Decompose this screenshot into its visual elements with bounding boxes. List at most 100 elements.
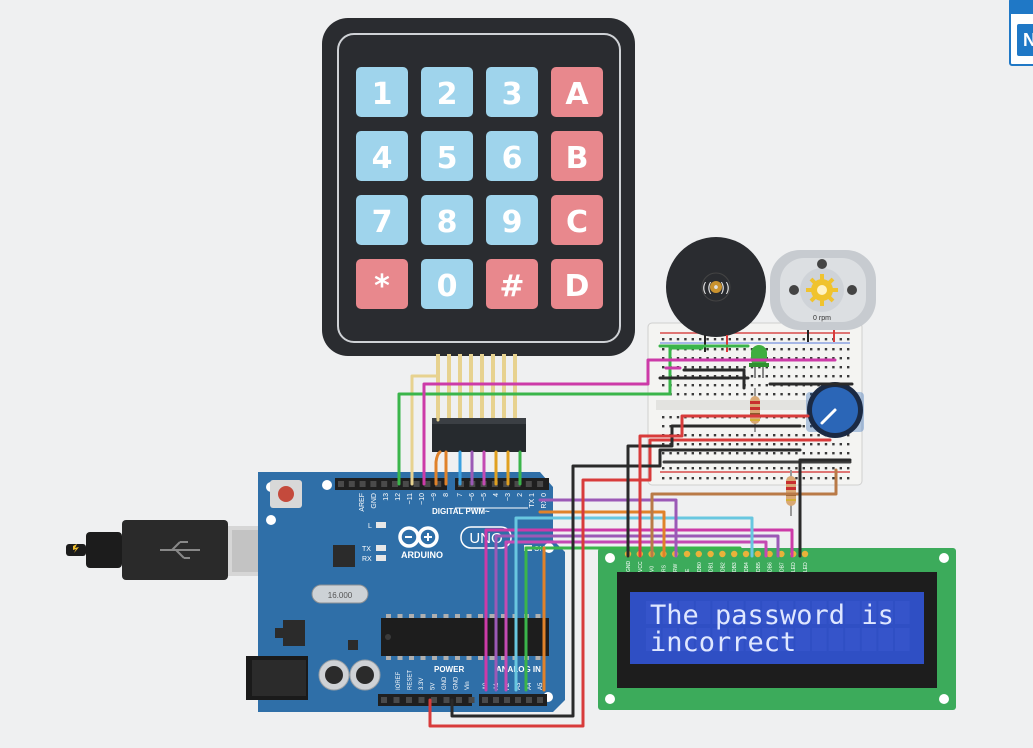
- keypad-key-label: 9: [502, 205, 523, 240]
- lcd-pin-label: GND: [626, 561, 632, 573]
- keypad-key-label: *: [374, 269, 390, 304]
- power-pin-label: RESET: [408, 670, 414, 690]
- keypad-key-label: 4: [372, 141, 393, 176]
- analog-pin-label: A4: [527, 682, 533, 690]
- lcd-pin[interactable]: E: [683, 550, 691, 572]
- dc-motor[interactable]: 0 rpm: [770, 250, 876, 342]
- piezo-buzzer[interactable]: ((•)): [666, 237, 766, 352]
- keypad-key-label: 3: [502, 77, 523, 112]
- keypad-key[interactable]: 3: [486, 67, 538, 117]
- digital-pin-label: ~9: [431, 493, 438, 501]
- lcd-pin-label: E: [685, 568, 691, 572]
- lcd-pin-label: VCC: [638, 561, 644, 572]
- keypad-key[interactable]: 8: [421, 195, 473, 245]
- keypad-key-label: 6: [502, 141, 523, 176]
- keypad-key[interactable]: *: [356, 259, 408, 309]
- keypad-key[interactable]: 1: [356, 67, 408, 117]
- analog-pin-label: A2: [505, 682, 511, 690]
- keypad-connector[interactable]: [432, 418, 526, 452]
- lcd-pin-label: RS: [661, 564, 667, 572]
- lcd-pin-label: DB2: [720, 562, 726, 572]
- lcd-pin[interactable]: LED: [801, 550, 809, 572]
- lcd-pin[interactable]: DB3: [731, 550, 738, 572]
- keypad-key[interactable]: D: [551, 259, 603, 309]
- keypad-key[interactable]: 9: [486, 195, 538, 245]
- digital-pin-label: ~5: [481, 493, 488, 501]
- keypad-key[interactable]: 4: [356, 131, 408, 181]
- atmega-chip: [381, 614, 549, 660]
- power-label: POWER: [434, 665, 464, 674]
- power-pin-label: GND: [454, 676, 460, 690]
- digital-pin-label: 4: [493, 493, 500, 497]
- lcd-pin[interactable]: DB2: [719, 550, 726, 572]
- potentiometer[interactable]: [806, 382, 864, 438]
- lcd-pin[interactable]: DB0: [695, 550, 703, 572]
- digital-pin-label: ~10: [419, 493, 426, 505]
- motor-rpm-label: 0 rpm: [813, 315, 831, 322]
- keypad-key[interactable]: A: [551, 67, 603, 117]
- led-label-rx: RX: [362, 556, 372, 563]
- lcd-pin[interactable]: DB1: [707, 550, 715, 572]
- keypad-key-label: D: [565, 269, 590, 304]
- lcd-pin-label: LED: [803, 562, 809, 572]
- keypad-key[interactable]: 6: [486, 131, 538, 181]
- digital-pin-label: GND: [371, 493, 378, 509]
- lcd-pin-label: DB6: [768, 562, 774, 572]
- digital-pin-label: 7: [457, 493, 464, 497]
- lcd-pin[interactable]: DB4: [742, 550, 750, 572]
- reset-button[interactable]: [270, 480, 302, 508]
- corner-widget-top: [1011, 0, 1033, 14]
- digital-pwm-label: DIGITAL PWM~: [432, 507, 490, 516]
- digital-pin-label: ~3: [505, 493, 512, 501]
- lcd-line-1: The password is: [650, 600, 894, 631]
- lcd-pin-label: LED: [791, 562, 797, 572]
- keypad-key[interactable]: #: [486, 259, 538, 309]
- lcd-line-2: incorrect: [650, 627, 796, 658]
- lcd-pin-label: RW: [673, 563, 679, 572]
- corner-widget-button[interactable]: N: [1017, 24, 1033, 56]
- keypad-key-label: A: [565, 77, 589, 112]
- keypad-key[interactable]: B: [551, 131, 603, 181]
- corner-widget[interactable]: N: [1009, 0, 1033, 66]
- keypad-key-label: 2: [437, 77, 458, 112]
- lcd-pin[interactable]: DB7: [778, 550, 785, 572]
- keypad-key-label: B: [566, 141, 589, 176]
- keypad-key[interactable]: 2: [421, 67, 473, 117]
- crystal: 16.000: [311, 584, 369, 604]
- keypad-key[interactable]: 5: [421, 131, 473, 181]
- keypad-key[interactable]: 0: [421, 259, 473, 309]
- keypad-key-label: 1: [372, 77, 393, 112]
- motor-gear-icon: [806, 274, 838, 306]
- lcd-pin-label: V0: [650, 566, 656, 572]
- keypad-key-label: 7: [372, 205, 393, 240]
- power-pin-label: IOREF: [396, 671, 402, 690]
- digital-pin-label: 13: [383, 493, 390, 501]
- digital-pin-label: 2: [517, 493, 524, 497]
- lcd-pin-label: DB4: [744, 562, 750, 572]
- lcd-pin[interactable]: DB6: [766, 550, 774, 572]
- digital-pin-label: ~11: [407, 493, 414, 504]
- digital-pin-label: TX 1: [529, 493, 536, 508]
- keypad-key[interactable]: C: [551, 195, 603, 245]
- lcd-pin-label: DB1: [709, 562, 715, 572]
- power-jack[interactable]: [246, 656, 308, 700]
- digital-pin-label: AREF: [359, 493, 366, 512]
- power-pin-label: Vin: [465, 681, 471, 690]
- board-leds: L TX RX: [362, 522, 386, 563]
- analog-pin-label: A5: [538, 682, 544, 690]
- power-pin-label: GND: [442, 676, 448, 690]
- keypad-key[interactable]: 7: [356, 195, 408, 245]
- lcd-pin[interactable]: DB5: [754, 550, 762, 572]
- keypad-key-label: 0: [437, 269, 458, 304]
- lcd-pin-label: DB3: [732, 562, 738, 572]
- keypad-key-label: 8: [437, 205, 458, 240]
- digital-pin-label: 12: [395, 493, 402, 501]
- lcd-pin-label: DB7: [779, 562, 785, 572]
- digital-pin-label: 8: [443, 493, 450, 497]
- keypad-key-label: 5: [437, 141, 458, 176]
- analog-pin-label: A3: [516, 682, 522, 690]
